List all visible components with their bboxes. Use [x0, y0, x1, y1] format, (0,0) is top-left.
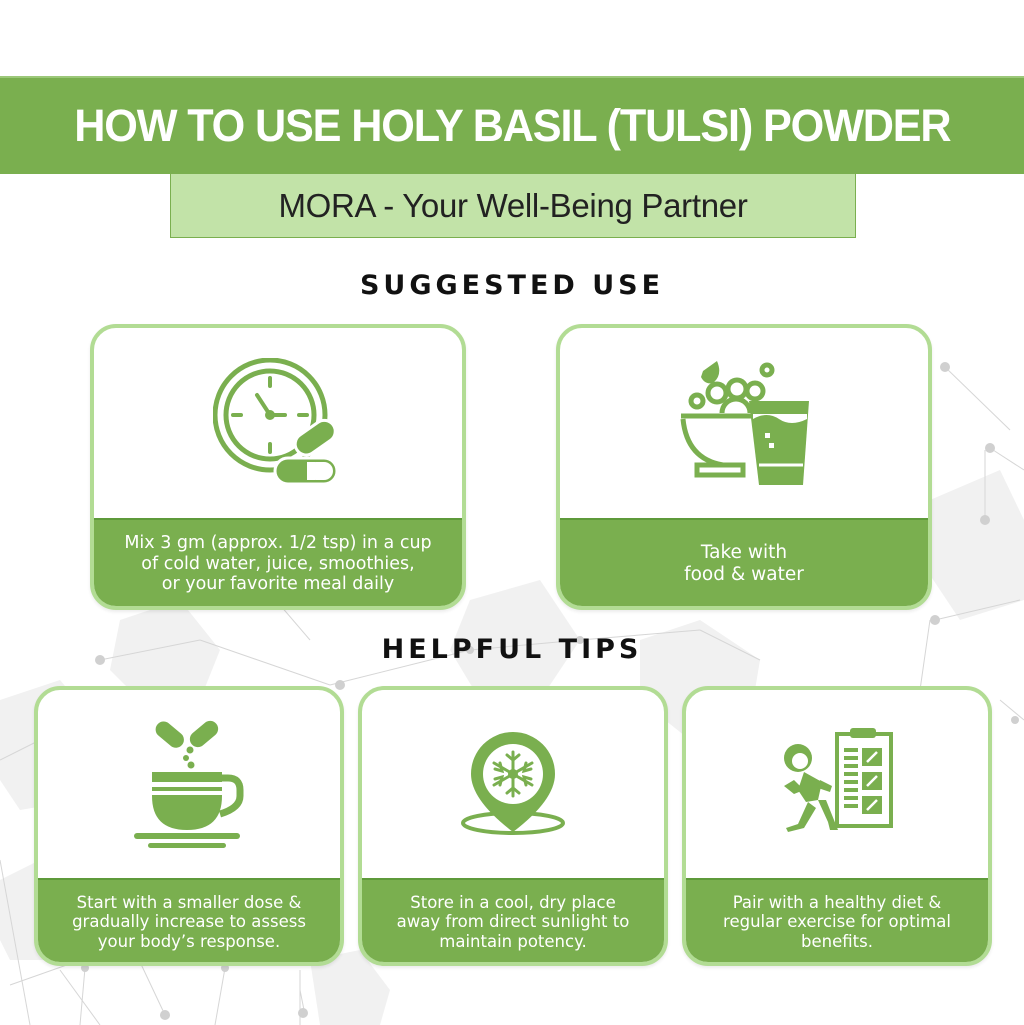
subtitle-banner: MORA - Your Well-Being Partner [170, 174, 856, 238]
tip-card-storage: Store in a cool, dry place away from dir… [358, 686, 668, 966]
page-title: HOW TO USE HOLY BASIL (TULSI) POWDER [73, 100, 951, 151]
section-heading-suggested-use: SUGGESTED USE [359, 270, 665, 301]
title-banner: HOW TO USE HOLY BASIL (TULSI) POWDER [0, 76, 1024, 174]
exercise-checklist-icon [783, 727, 893, 832]
card-caption: Take with food & water [560, 518, 928, 606]
card-caption: Start with a smaller dose & gradually in… [38, 878, 340, 962]
suggested-use-card-food-water: Take with food & water [556, 324, 932, 610]
suggested-use-card-mix: Mix 3 gm (approx. 1/2 tsp) in a cup of c… [90, 324, 466, 610]
card-caption: Mix 3 gm (approx. 1/2 tsp) in a cup of c… [94, 518, 462, 606]
tip-card-diet-exercise: Pair with a healthy diet & regular exerc… [682, 686, 992, 966]
snowflake-location-pin-icon [461, 732, 565, 835]
tip-card-start-small: Start with a smaller dose & gradually in… [34, 686, 344, 966]
brand-tagline: MORA - Your Well-Being Partner [278, 186, 748, 224]
card-caption: Pair with a healthy diet & regular exerc… [686, 878, 988, 962]
clock-with-pills-icon [213, 358, 339, 486]
capsule-into-cup-icon [134, 720, 244, 848]
card-caption: Store in a cool, dry place away from dir… [362, 878, 664, 962]
food-bowl-and-water-glass-icon [680, 360, 809, 485]
section-heading-helpful-tips: HELPFUL TIPS [381, 634, 643, 665]
